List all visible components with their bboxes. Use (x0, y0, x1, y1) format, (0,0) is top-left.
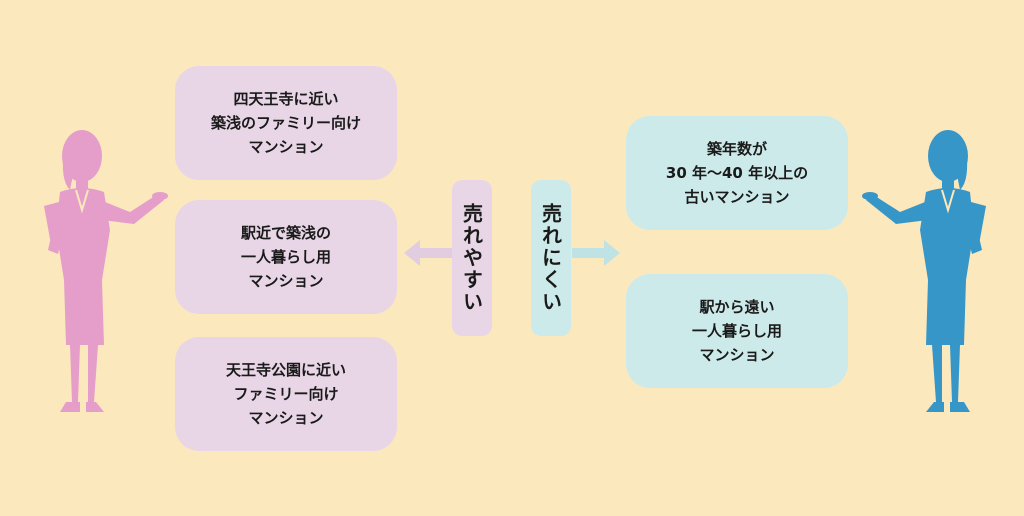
box-line: ファミリー向け (233, 385, 339, 403)
box-line: 30 年〜40 年以上の (665, 164, 809, 182)
box-line: 四天王寺に近い (233, 90, 339, 108)
box-line: 築浅のファミリー向け (210, 114, 361, 132)
easy-sell-box-1: 四天王寺に近い 築浅のファミリー向け マンション (175, 66, 397, 180)
easy-to-sell-text: 売れやすい (459, 203, 484, 313)
hard-sell-box-2: 駅から遠い 一人暮らし用 マンション (626, 274, 848, 388)
box-line: 古いマンション (684, 188, 790, 206)
box-line: マンション (248, 272, 324, 290)
hard-sell-box-1: 築年数が 30 年〜40 年以上の 古いマンション (626, 116, 848, 230)
arrow-left-icon (404, 240, 452, 266)
box-line: 駅から遠い (699, 298, 775, 316)
easy-to-sell-label: 売れやすい (452, 180, 492, 336)
box-line: マンション (248, 409, 324, 427)
box-line: マンション (699, 346, 775, 364)
left-businesswoman-icon (44, 130, 168, 412)
box-line: 一人暮らし用 (691, 322, 782, 340)
box-line: マンション (248, 138, 324, 156)
hard-to-sell-label: 売れにくい (531, 180, 571, 336)
box-line: 駅近で築浅の (240, 224, 331, 242)
hard-to-sell-text: 売れにくい (538, 203, 563, 313)
arrow-right-icon (572, 240, 620, 266)
box-line: 天王寺公園に近い (225, 361, 346, 379)
box-line: 一人暮らし用 (240, 248, 331, 266)
easy-sell-box-3: 天王寺公園に近い ファミリー向け マンション (175, 337, 397, 451)
box-line: 築年数が (706, 140, 767, 158)
right-businesswoman-icon (862, 130, 986, 412)
easy-sell-box-2: 駅近で築浅の 一人暮らし用 マンション (175, 200, 397, 314)
